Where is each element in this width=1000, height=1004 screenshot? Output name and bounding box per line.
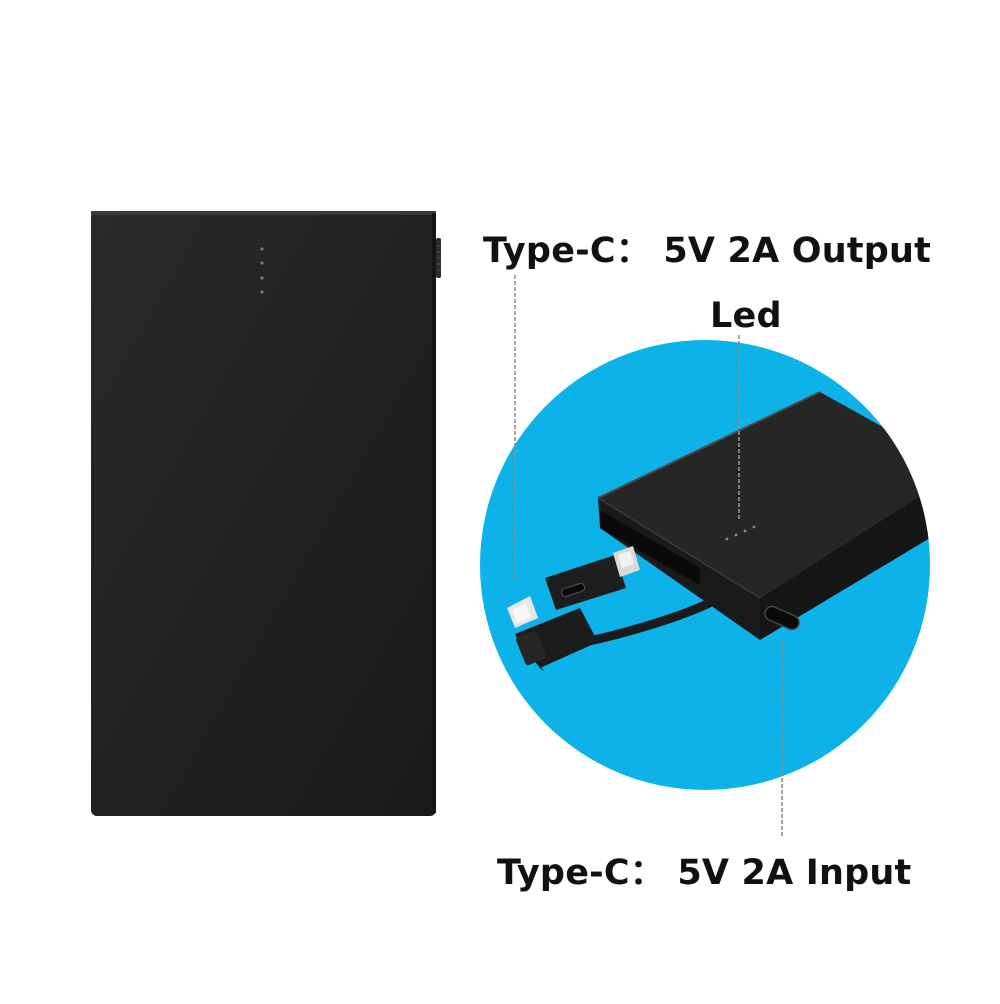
power-bank-closeup — [597, 391, 930, 640]
led-label: Led — [710, 296, 782, 336]
power-bank-front — [91, 211, 441, 816]
cable-connector-head — [507, 596, 598, 672]
input-port-label: Type-C： 5V 2A Input — [497, 853, 912, 893]
type-c-adapter — [545, 546, 640, 610]
output-port-label: Type-C： 5V 2A Output — [483, 231, 932, 271]
built-in-cable — [580, 590, 730, 647]
led-indicator-dots — [260, 247, 264, 294]
